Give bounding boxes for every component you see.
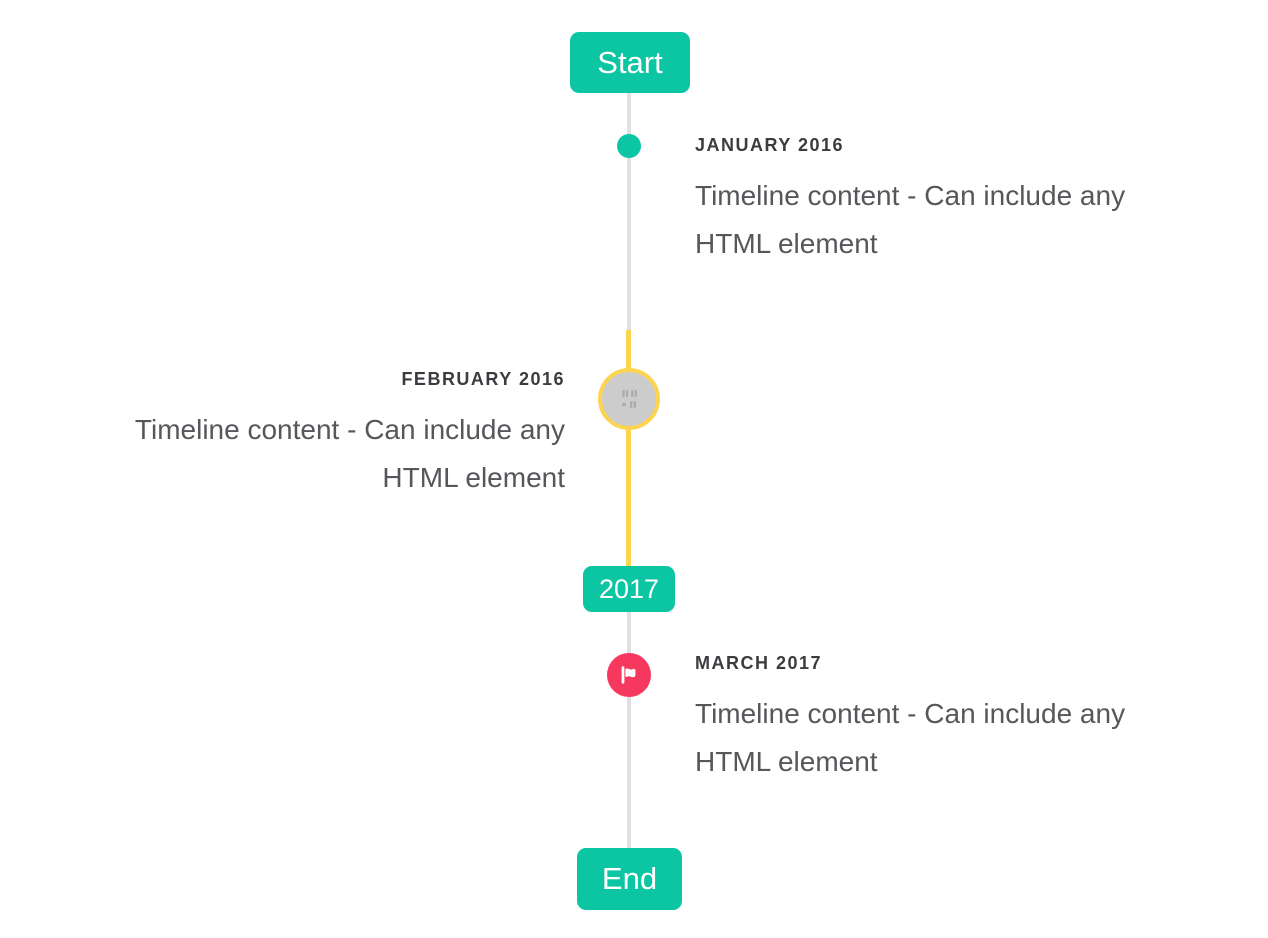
- item-content-line: Timeline content - Can include any: [695, 698, 1126, 729]
- timeline-end-badge[interactable]: End: [577, 848, 682, 910]
- march-flag-marker[interactable]: [607, 653, 651, 697]
- timeline-highlight-segment: [626, 330, 631, 567]
- item-title: JANUARY 2016: [695, 135, 845, 155]
- january-dot-marker[interactable]: [617, 134, 641, 158]
- timeline-item-february: FEBRUARY 2016 Timeline content - Can inc…: [25, 368, 565, 502]
- timeline-item-january: JANUARY 2016 Timeline content - Can incl…: [695, 134, 1235, 268]
- item-content-line: Timeline content - Can include any: [695, 180, 1126, 211]
- timeline-year-badge[interactable]: 2017: [583, 566, 675, 612]
- flag-icon: [621, 666, 636, 684]
- timeline-item-march: MARCH 2017 Timeline content - Can includ…: [695, 652, 1235, 786]
- item-content-line: Timeline content - Can include any: [134, 414, 565, 445]
- item-content: Timeline content - Can include any HTML …: [25, 406, 565, 502]
- item-content-line: HTML element: [695, 228, 878, 259]
- item-content-line: HTML element: [695, 746, 878, 777]
- timeline-start-badge[interactable]: Start: [570, 32, 690, 93]
- item-title: MARCH 2017: [695, 653, 823, 673]
- item-content: Timeline content - Can include any HTML …: [695, 172, 1235, 268]
- february-image-marker[interactable]: [598, 368, 660, 430]
- broken-image-icon: [622, 390, 637, 408]
- item-title: FEBRUARY 2016: [401, 369, 565, 389]
- item-content: Timeline content - Can include any HTML …: [695, 690, 1235, 786]
- item-content-line: HTML element: [382, 462, 565, 493]
